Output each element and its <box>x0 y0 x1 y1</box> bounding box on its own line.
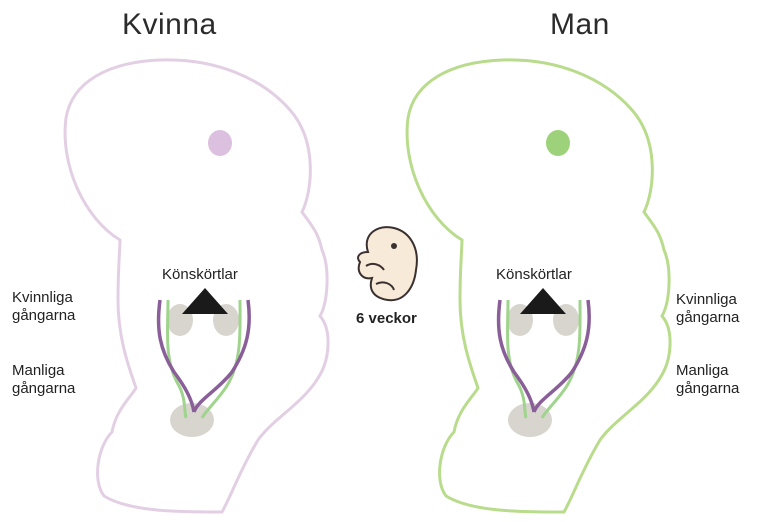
male-title: Man <box>550 8 610 42</box>
female-title: Kvinna <box>122 8 217 42</box>
female-gonads-leader <box>182 288 228 314</box>
six-week-embryo-icon <box>358 227 417 300</box>
embryo-icon-body <box>358 227 417 300</box>
male-embryo <box>407 60 670 512</box>
age-label: 6 veckor <box>356 310 417 327</box>
female-female-ducts-label: Kvinnliga gångarna <box>12 289 75 325</box>
male-female-ducts-label: Kvinnliga gångarna <box>676 291 739 327</box>
female-eye-spot <box>208 130 232 156</box>
male-male-ducts-label: Manliga gångarna <box>676 362 739 398</box>
leader-lines <box>96 288 670 384</box>
male-gonads-label: Könskörtlar <box>496 266 572 284</box>
female-embryo-outline <box>65 60 328 512</box>
male-eye-spot <box>546 130 570 156</box>
embryo-icon-eye <box>391 243 397 249</box>
female-male-ducts-label: Manliga gångarna <box>12 362 75 398</box>
female-reproductive-system <box>159 300 250 437</box>
male-urogenital-sinus <box>508 403 552 437</box>
female-gonads-label: Könskörtlar <box>162 266 238 284</box>
male-gonads-leader <box>520 288 566 314</box>
male-embryo-outline <box>407 60 670 512</box>
male-reproductive-system <box>499 300 590 437</box>
female-embryo <box>65 60 328 512</box>
